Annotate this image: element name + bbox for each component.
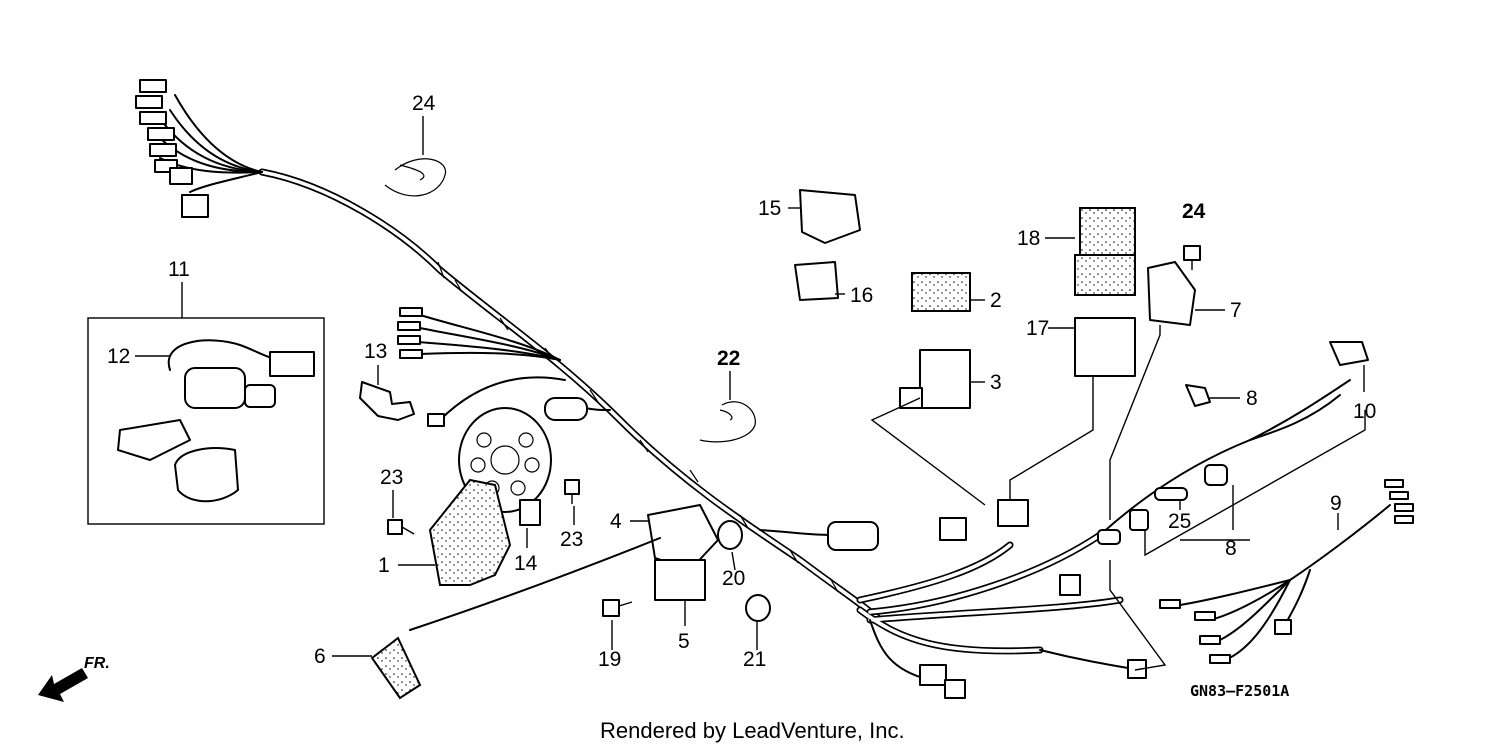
- callout-11: 11: [168, 258, 190, 281]
- bolt-23-left: [387, 519, 415, 535]
- ignition-key: [359, 381, 415, 421]
- relay-15: [799, 189, 861, 244]
- terminal-10: [1329, 341, 1369, 366]
- callout-9: 9: [1330, 492, 1342, 515]
- clip-8-upper: [1185, 384, 1211, 407]
- callout-17: 17: [1026, 317, 1049, 340]
- front-direction-arrow: FR.: [38, 655, 110, 702]
- main-wire-harness: [135, 79, 1351, 699]
- callout-8-upper: 8: [1246, 387, 1258, 410]
- front-label: FR.: [84, 655, 110, 672]
- callout-18: 18: [1017, 227, 1040, 250]
- ignition-switch-cover: [117, 419, 191, 461]
- credit-text: Rendered by LeadVenture, Inc.: [600, 718, 905, 743]
- bolt-23-right: [564, 479, 580, 504]
- fuse-holder-8: [1204, 464, 1228, 486]
- ignition-switch-body: [184, 367, 246, 409]
- callout-24-top: 24: [412, 92, 436, 115]
- callout-10: 10: [1353, 400, 1376, 423]
- band-22: [699, 401, 756, 443]
- callout-23-left: 23: [380, 466, 403, 489]
- callout-7: 7: [1230, 299, 1242, 322]
- band-24-top: [384, 158, 447, 197]
- relay-18-bottom: [1074, 254, 1136, 296]
- callout-6: 6: [314, 645, 326, 668]
- callout-22: 22: [717, 347, 740, 370]
- callout-8-lower: 8: [1225, 537, 1237, 560]
- relay-3: [919, 349, 971, 409]
- regulator-bracket-5: [654, 559, 706, 601]
- sub-harness-9: [1159, 479, 1414, 664]
- regulator-4: [647, 504, 719, 571]
- ignition-switch-connector: [269, 351, 315, 377]
- relay-17: [1074, 317, 1136, 377]
- callout-4: 4: [610, 510, 622, 533]
- bolt-24-right: [1183, 245, 1201, 270]
- callout-5: 5: [678, 630, 690, 653]
- leader-lines: [135, 116, 1366, 671]
- callout-25: 25: [1168, 510, 1191, 533]
- callout-3: 3: [990, 371, 1002, 394]
- regulator-7: [1147, 261, 1196, 326]
- bracket-1: [428, 478, 512, 586]
- callout-15: 15: [758, 197, 781, 220]
- callout-14: 14: [514, 552, 538, 575]
- grommet-20: [717, 520, 743, 550]
- callout-2: 2: [990, 289, 1002, 312]
- ignition-switch-set-box: [87, 317, 325, 525]
- callout-24-right: 24: [1182, 200, 1206, 223]
- spark-plug-cap-6: [370, 636, 422, 700]
- socket-16: [794, 261, 839, 301]
- callout-23-right: 23: [560, 528, 583, 551]
- callout-13: 13: [364, 340, 387, 363]
- callout-20: 20: [722, 567, 745, 590]
- fuse-box-2: [911, 272, 971, 312]
- bolt-19: [602, 599, 633, 617]
- grommet-21: [745, 594, 771, 622]
- fuse-25: [1154, 487, 1188, 501]
- callout-12: 12: [107, 345, 130, 368]
- callout-16: 16: [850, 284, 873, 307]
- callout-1: 1: [378, 554, 390, 577]
- ignition-switch-cap: [174, 447, 239, 503]
- drawing-code: GN83–F2501A: [1190, 682, 1289, 700]
- callout-labels: 24 11 12 13 23 1 14 23 4 5 19 20 21 6 22…: [107, 92, 1376, 671]
- relay-18-top: [1079, 207, 1136, 259]
- callout-21: 21: [743, 648, 766, 671]
- callout-19: 19: [598, 648, 621, 671]
